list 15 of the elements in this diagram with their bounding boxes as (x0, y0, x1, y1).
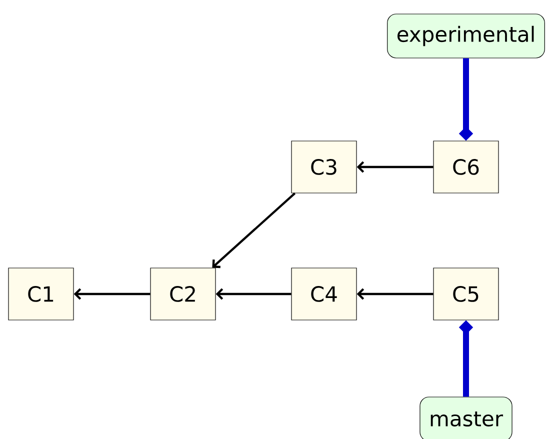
branch-label: master (420, 396, 512, 439)
arrow (356, 161, 434, 173)
commit-box: C2 (150, 268, 216, 320)
commit-box: C1 (8, 268, 74, 320)
arrow (356, 288, 434, 300)
commit-box: C5 (433, 268, 499, 320)
arrow (458, 58, 474, 141)
arrow (216, 288, 292, 300)
branch-label: experimental (387, 14, 545, 58)
commit-box: C6 (433, 140, 499, 194)
commit-box: C4 (291, 268, 357, 320)
arrow (74, 288, 150, 300)
arrow (458, 320, 474, 397)
commit-box: C3 (291, 140, 357, 194)
arrow (212, 192, 296, 268)
